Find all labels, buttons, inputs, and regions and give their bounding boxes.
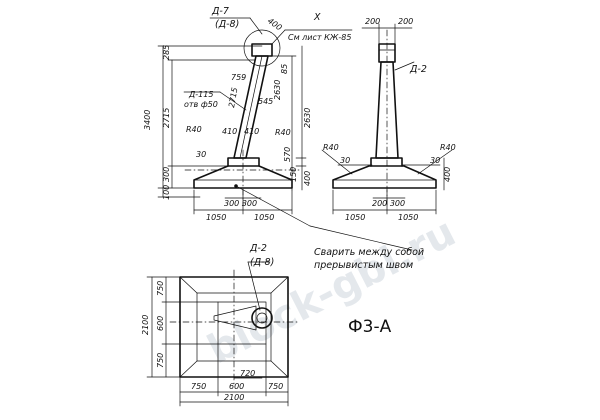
- dim-total-height: 3400: [143, 110, 152, 130]
- label-section-x: X: [313, 12, 321, 23]
- dim-2630: 2630: [303, 108, 312, 128]
- side-dim-w-left: 1050: [345, 213, 365, 222]
- plan-pedestal: [217, 301, 267, 345]
- plan-dim-750-bot: 750: [156, 353, 165, 368]
- label-d8-top: (Д-8): [215, 19, 239, 30]
- dim-85: 85: [280, 64, 289, 74]
- side-dim-w-right: 1050: [398, 213, 418, 222]
- front-column-head: [251, 43, 273, 57]
- front-column-inner-line: [239, 55, 263, 159]
- dim-2715: 2715: [162, 108, 171, 128]
- dim-285: 285: [162, 45, 171, 60]
- plan-dim-total-w: 2100: [224, 393, 244, 402]
- dim-570: 570: [283, 147, 292, 162]
- label-d8-plan: (Д-8): [250, 257, 274, 268]
- dim-100: 100: [162, 185, 171, 200]
- side-dim-400: 400: [443, 167, 452, 182]
- plan-dim-720: 720: [240, 369, 255, 378]
- plan-column-head-inner: [256, 312, 268, 324]
- plan-dim-750-top: 750: [156, 281, 165, 296]
- label-d115-sub: отв ф50: [184, 100, 218, 109]
- dim-400-top: 400: [266, 16, 284, 32]
- dim-410b: 410: [244, 127, 259, 136]
- dim-r40-left: R40: [186, 125, 202, 134]
- plan-dim-750-left: 750: [191, 382, 206, 391]
- leader-d2: [394, 61, 415, 71]
- side-base-slab: [332, 165, 437, 189]
- dim-w-left: 1050: [206, 213, 226, 222]
- label-d2-right: Д-2: [409, 64, 427, 75]
- dim-410: 410: [222, 127, 237, 136]
- side-dim-top-left: 200: [365, 17, 380, 26]
- side-dim-r40-left: R40: [323, 143, 339, 152]
- watermark: block-gbi.ru: [201, 209, 463, 373]
- weld-note-line-2: прерывистым швом: [314, 260, 413, 271]
- side-dim-30-right: 30: [430, 156, 440, 165]
- leader-weld: [235, 185, 311, 227]
- plan-column-head-circle: [251, 307, 273, 329]
- side-dim-200-300: 200 300: [372, 199, 405, 208]
- plan-view: 2100 750 600 750 720 750 600 750 2100 Д-…: [141, 243, 301, 407]
- dim-150: 150: [289, 167, 298, 182]
- side-view: 200 200 R40 R40 30 30 400 1050 1050 200 …: [321, 17, 456, 222]
- weld-note-line-1: Сварить между собой: [314, 247, 424, 258]
- side-pedestal: [370, 157, 403, 167]
- drawing-title: Ф3-А: [348, 317, 392, 337]
- label-d2-plan: Д-2: [249, 243, 267, 254]
- plan-dim-600-w: 600: [229, 382, 244, 391]
- label-d115: Д-115: [188, 90, 213, 99]
- dim-w-right: 1050: [254, 213, 274, 222]
- front-pedestal: [227, 157, 260, 167]
- dim-300: 300: [162, 167, 171, 182]
- dim-2630b: 2630: [273, 80, 282, 100]
- label-see-sheet: См лист КЖ-85: [288, 33, 351, 42]
- dim-759: 759: [231, 73, 246, 82]
- dim-400: 400: [303, 171, 312, 186]
- dim-300-300: 300 300: [224, 199, 257, 208]
- side-dim-top-right: 200: [398, 17, 413, 26]
- label-d7: Д-7: [211, 6, 229, 17]
- dim-2715b: 2715: [227, 87, 239, 109]
- side-dim-30-left: 30: [340, 156, 350, 165]
- plan-dim-600: 600: [156, 316, 165, 331]
- plan-dim-750-right: 750: [268, 382, 283, 391]
- plan-dim-total-h: 2100: [141, 315, 150, 335]
- dim-545: 545: [258, 97, 273, 106]
- plan-column-projection: [213, 305, 257, 331]
- front-view: 3400 2715 285 300 100 1050 1050 300 300 …: [143, 6, 413, 251]
- dim-r40-right: R40: [275, 128, 291, 137]
- dim-30: 30: [196, 150, 206, 159]
- detail-circle-d7: [243, 29, 281, 67]
- side-dim-r40-right: R40: [440, 143, 456, 152]
